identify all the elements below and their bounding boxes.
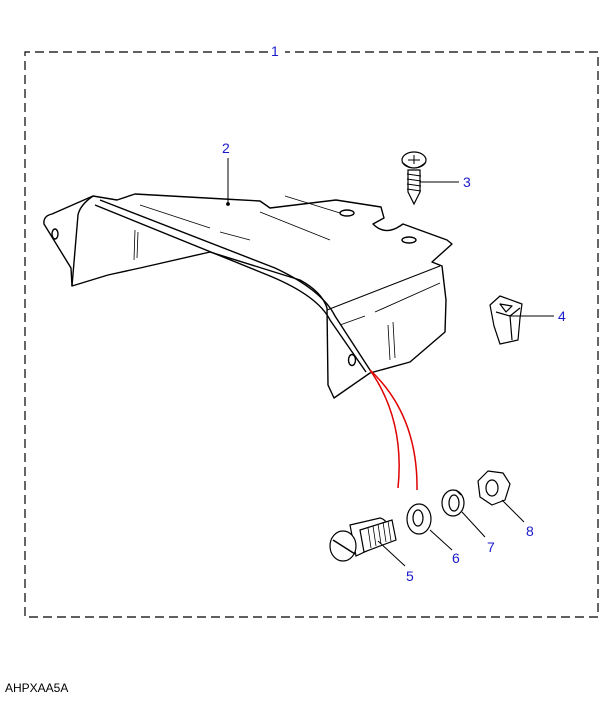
callout-5: 5 [406,568,414,584]
callout-2: 2 [222,140,230,156]
leader-lines [226,158,554,567]
assembly-link-lines [369,369,418,491]
bracket-part [43,193,453,399]
kit-boundary [24,51,599,618]
illustration-code: AHPXAA5A [5,681,69,695]
callout-7: 7 [487,539,495,555]
spring-washer-part [441,489,465,517]
callout-8: 8 [526,523,534,539]
callout-1: 1 [271,43,279,59]
callout-4: 4 [558,308,566,324]
hex-nut-part [477,470,511,506]
clip-nut-part [489,295,523,345]
screw-part [401,151,427,206]
callout-6: 6 [452,550,460,566]
bolt-part [329,517,397,562]
flat-washer-part [406,503,432,535]
callout-3: 3 [463,174,471,190]
